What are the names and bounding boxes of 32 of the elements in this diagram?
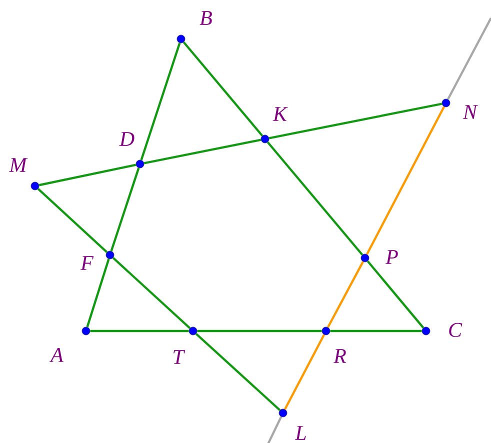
- point-label: B: [200, 11, 212, 25]
- line-segment: [37, 188, 108, 253]
- line-segment: [195, 333, 281, 411]
- point-label: C: [449, 322, 462, 338]
- point-label: A: [49, 348, 64, 362]
- line-segment: [86, 258, 110, 328]
- point-label: P: [385, 250, 398, 264]
- line-segment: [330, 330, 422, 332]
- point-label: L: [294, 426, 306, 440]
- point-label: K: [272, 107, 288, 121]
- line-segment: [38, 164, 136, 186]
- line-segment: [144, 138, 262, 164]
- point-label: T: [174, 350, 186, 364]
- point-label: R: [333, 349, 346, 363]
- line-segment: [366, 106, 446, 255]
- point-label: D: [119, 132, 134, 146]
- line-segment: [112, 257, 191, 329]
- line-segment: [267, 416, 282, 443]
- line-segment: [197, 330, 322, 332]
- point-label: F: [80, 256, 94, 270]
- line-segment: [140, 42, 181, 160]
- line-segment: [284, 334, 326, 410]
- line-segment: [182, 42, 264, 136]
- line-segment: [268, 102, 442, 140]
- point-label: N: [462, 105, 478, 119]
- line-segment: [266, 142, 364, 256]
- point-label: M: [9, 158, 28, 172]
- line-segment: [366, 260, 424, 328]
- line-segment: [110, 168, 140, 252]
- line-segment: [327, 261, 364, 328]
- line-segment: [90, 330, 189, 332]
- line-segment: [447, 17, 491, 100]
